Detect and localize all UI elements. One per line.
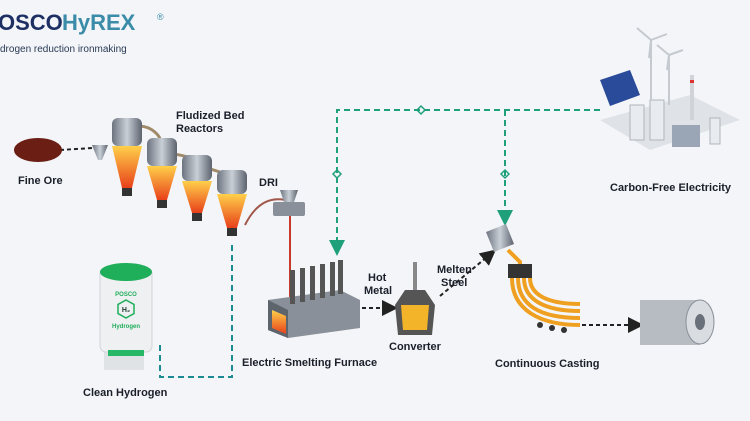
fluidized-bed-reactors [92, 118, 247, 236]
converter-label: Converter [389, 341, 442, 353]
tank-symbol: H₂ [122, 307, 130, 314]
clean-hydrogen-label: Clean Hydrogen [83, 387, 168, 399]
furnace-label: Electric Smelting Furnace [242, 357, 377, 369]
tank-brand: POSCO [115, 292, 137, 298]
hot-metal-label-line1: Hot [368, 272, 387, 284]
electricity-label: Carbon-Free Electricity [610, 182, 732, 194]
casting-label: Continuous Casting [495, 358, 600, 370]
electricity-to-furnace-line [329, 109, 600, 256]
melten-steel-arrow [439, 249, 497, 297]
logo-header: OSCO HyREX ® drogen reduction ironmaking [0, 10, 164, 55]
melten-steel-label-line1: Melten [437, 264, 472, 276]
electricity-lines [329, 104, 600, 256]
fine-ore-pile [14, 138, 62, 162]
subtitle: drogen reduction ironmaking [0, 44, 127, 55]
solar-panel [600, 70, 640, 106]
continuous-casting [486, 224, 581, 333]
hydrogen-tank: POSCO H₂ Hydrogen [99, 263, 153, 370]
steel-coil [640, 299, 715, 345]
dri-label: DRI [259, 177, 278, 189]
h2-hex-icon [117, 299, 135, 319]
dri-unit [273, 202, 305, 216]
reactors-label-line1: Fludized Bed [176, 110, 244, 122]
diamond-markers [331, 104, 511, 180]
converter [395, 262, 435, 335]
dri-hopper [280, 190, 298, 202]
reactor-to-dri-line [244, 198, 286, 226]
electric-smelting-furnace [268, 260, 360, 338]
fine-ore-label: Fine Ore [18, 175, 63, 187]
ore-arrow [59, 147, 93, 151]
melten-steel-label-line2: Steel [441, 277, 467, 289]
brand-hyrex: HyREX [62, 10, 136, 35]
hot-metal-label-line2: Metal [364, 285, 392, 297]
brand-posco: OSCO [0, 10, 63, 35]
carbon-free-power-plant [600, 27, 740, 150]
reactors-label-line2: Reactors [176, 123, 223, 135]
registered-mark: ® [157, 12, 164, 22]
hydrogen-line [159, 242, 233, 378]
tank-label: Hydrogen [112, 324, 140, 330]
